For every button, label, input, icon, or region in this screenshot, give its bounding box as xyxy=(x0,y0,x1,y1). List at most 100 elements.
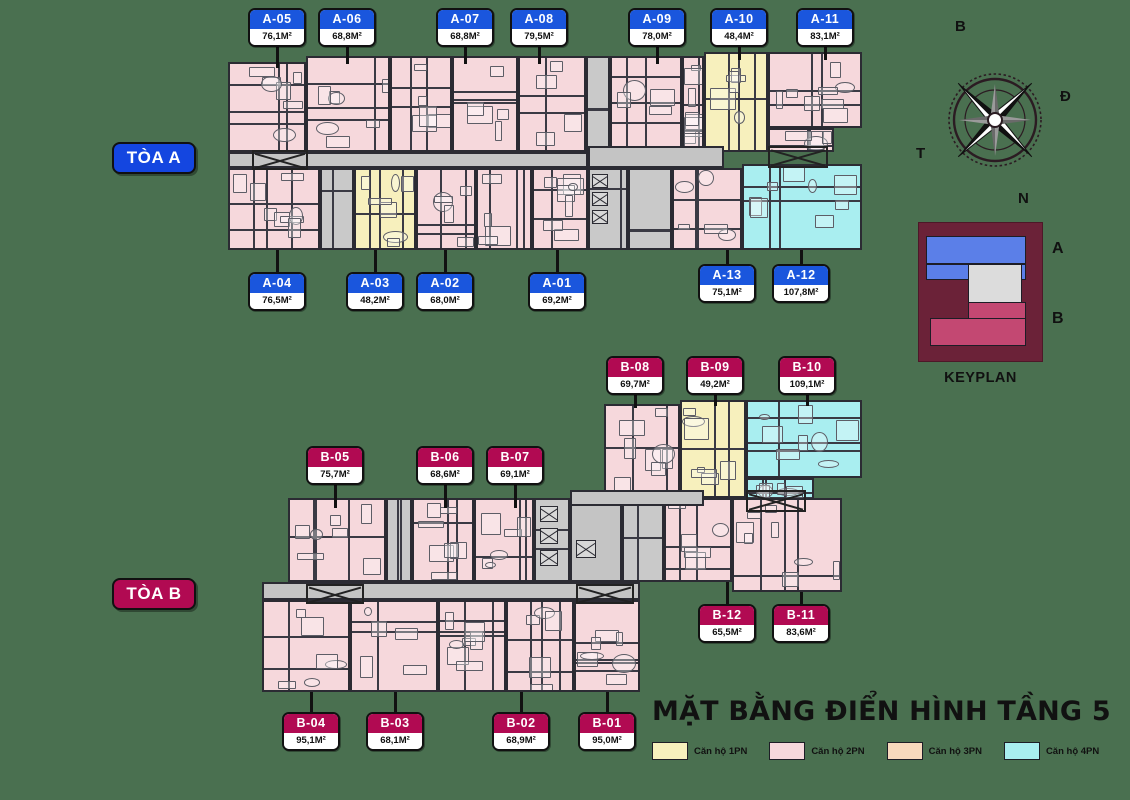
leader-line xyxy=(346,46,349,64)
unit-plan-b08[interactable] xyxy=(604,404,680,498)
unit-plan-a01[interactable] xyxy=(532,168,588,250)
unit-badge-a03[interactable]: A-03 48,2M² xyxy=(346,272,404,311)
unit-badge-b04[interactable]: B-04 95,1M² xyxy=(282,712,340,751)
partition-wall xyxy=(447,500,449,580)
partition-wall xyxy=(523,170,525,248)
leader-line xyxy=(738,46,741,60)
unit-plan-a09a[interactable] xyxy=(610,56,682,152)
partition-wall xyxy=(379,170,381,248)
unit-badge-a05[interactable]: A-05 76,1M² xyxy=(248,8,306,47)
furniture-symbol xyxy=(478,236,499,246)
unit-badge-a06[interactable]: A-06 68,8M² xyxy=(318,8,376,47)
unit-plan-a11[interactable] xyxy=(768,52,862,128)
furniture-symbol xyxy=(395,628,418,641)
furniture-symbol xyxy=(734,111,745,124)
partition-wall xyxy=(519,500,521,580)
unit-plan-b07[interactable] xyxy=(474,498,534,582)
unit-badge-a07[interactable]: A-07 68,8M² xyxy=(436,8,494,47)
unit-badge-a08[interactable]: A-08 79,5M² xyxy=(510,8,568,47)
unit-plan-a05[interactable] xyxy=(228,62,306,152)
unit-plan-b12[interactable] xyxy=(664,498,732,582)
unit-plan-b10[interactable] xyxy=(746,400,862,478)
brace-icon xyxy=(576,584,634,604)
furniture-symbol xyxy=(804,96,821,111)
partition-wall xyxy=(508,639,572,641)
unit-plan-a03[interactable] xyxy=(354,168,416,250)
partition-wall xyxy=(392,87,450,89)
unit-badge-a02[interactable]: A-02 68,0M² xyxy=(416,272,474,311)
unit-badge-b05[interactable]: B-05 75,7M² xyxy=(306,446,364,485)
furniture-symbol xyxy=(332,528,348,539)
furniture-symbol xyxy=(822,131,832,144)
unit-badge-a12[interactable]: A-12 107,8M² xyxy=(772,264,830,303)
partition-wall xyxy=(440,620,504,622)
unit-badge-b01[interactable]: B-01 95,0M² xyxy=(578,712,636,751)
unit-plan-a08[interactable] xyxy=(518,56,586,152)
furniture-symbol xyxy=(619,420,646,436)
unit-plan-b06[interactable] xyxy=(412,498,474,582)
unit-plan-b04[interactable] xyxy=(262,600,350,692)
unit-badge-b06[interactable]: B-06 68,6M² xyxy=(416,446,474,485)
furniture-symbol xyxy=(403,665,427,676)
furniture-symbol xyxy=(767,182,778,192)
partition-wall xyxy=(576,670,638,672)
unit-badge-b10[interactable]: B-10 109,1M² xyxy=(778,356,836,395)
leader-line xyxy=(520,692,523,712)
unit-badge-b03[interactable]: B-03 68,1M² xyxy=(366,712,424,751)
unit-plan-a09b[interactable] xyxy=(682,56,704,152)
partition-wall xyxy=(264,636,348,638)
unit-badge-a04[interactable]: A-04 76,5M² xyxy=(248,272,306,311)
unit-badge-b09[interactable]: B-09 49,2M² xyxy=(686,356,744,395)
unit-code: A-02 xyxy=(418,274,472,293)
unit-plan-a02b[interactable] xyxy=(476,168,532,250)
partition-wall xyxy=(230,229,318,231)
unit-plan-a13[interactable] xyxy=(672,168,742,250)
partition-wall xyxy=(369,170,371,248)
partition-wall xyxy=(418,224,474,226)
unit-area: 75,1M² xyxy=(700,285,754,301)
unit-badge-a10[interactable]: A-10 48,4M² xyxy=(710,8,768,47)
unit-badge-a11[interactable]: A-11 83,1M² xyxy=(796,8,854,47)
furniture-symbol xyxy=(440,507,457,515)
unit-badge-b11[interactable]: B-11 83,6M² xyxy=(772,604,830,643)
unit-plan-a10[interactable] xyxy=(704,52,768,152)
unit-code: A-09 xyxy=(630,10,684,29)
partition-wall xyxy=(377,602,379,690)
unit-plan-b03[interactable] xyxy=(350,600,438,692)
unit-area: 49,2M² xyxy=(688,377,742,393)
partition-wall xyxy=(738,54,740,150)
partition-wall xyxy=(414,522,472,524)
partition-wall xyxy=(760,500,762,590)
partition-wall xyxy=(682,448,744,450)
unit-badge-a01[interactable]: A-01 69,2M² xyxy=(528,272,586,311)
unit-plan-a06[interactable] xyxy=(306,56,390,152)
unit-badge-b12[interactable]: B-12 65,5M² xyxy=(698,604,756,643)
unit-plan-b03b[interactable] xyxy=(438,600,506,692)
furniture-symbol xyxy=(747,512,762,520)
unit-plan-b02[interactable] xyxy=(506,600,574,692)
keyplan[interactable] xyxy=(918,222,1043,362)
unit-plan-a12[interactable] xyxy=(742,164,862,250)
furniture-symbol xyxy=(684,547,711,559)
unit-code: B-08 xyxy=(608,358,662,377)
unit-badge-b02[interactable]: B-02 68,9M² xyxy=(492,712,550,751)
unit-plan-b11[interactable] xyxy=(732,498,842,592)
furniture-symbol xyxy=(401,176,414,192)
unit-plan-b01[interactable] xyxy=(574,600,640,692)
leader-line xyxy=(726,250,729,264)
partition-wall xyxy=(645,58,647,150)
partition-wall xyxy=(322,190,352,192)
furniture-symbol xyxy=(685,552,707,570)
furniture-symbol xyxy=(623,80,646,101)
unit-badge-a09[interactable]: A-09 78,0M² xyxy=(628,8,686,47)
unit-plan-a02a[interactable] xyxy=(416,168,476,250)
unit-plan-a07[interactable] xyxy=(452,56,518,152)
unit-plan-b09[interactable] xyxy=(680,400,746,498)
unit-plan-a04[interactable] xyxy=(228,168,320,250)
unit-badge-a13[interactable]: A-13 75,1M² xyxy=(698,264,756,303)
unit-badge-b07[interactable]: B-07 69,1M² xyxy=(486,446,544,485)
unit-plan-b05[interactable] xyxy=(288,498,386,582)
unit-badge-b08[interactable]: B-08 69,7M² xyxy=(606,356,664,395)
unit-plan-a06b[interactable] xyxy=(390,56,452,152)
furniture-symbol xyxy=(701,473,720,485)
